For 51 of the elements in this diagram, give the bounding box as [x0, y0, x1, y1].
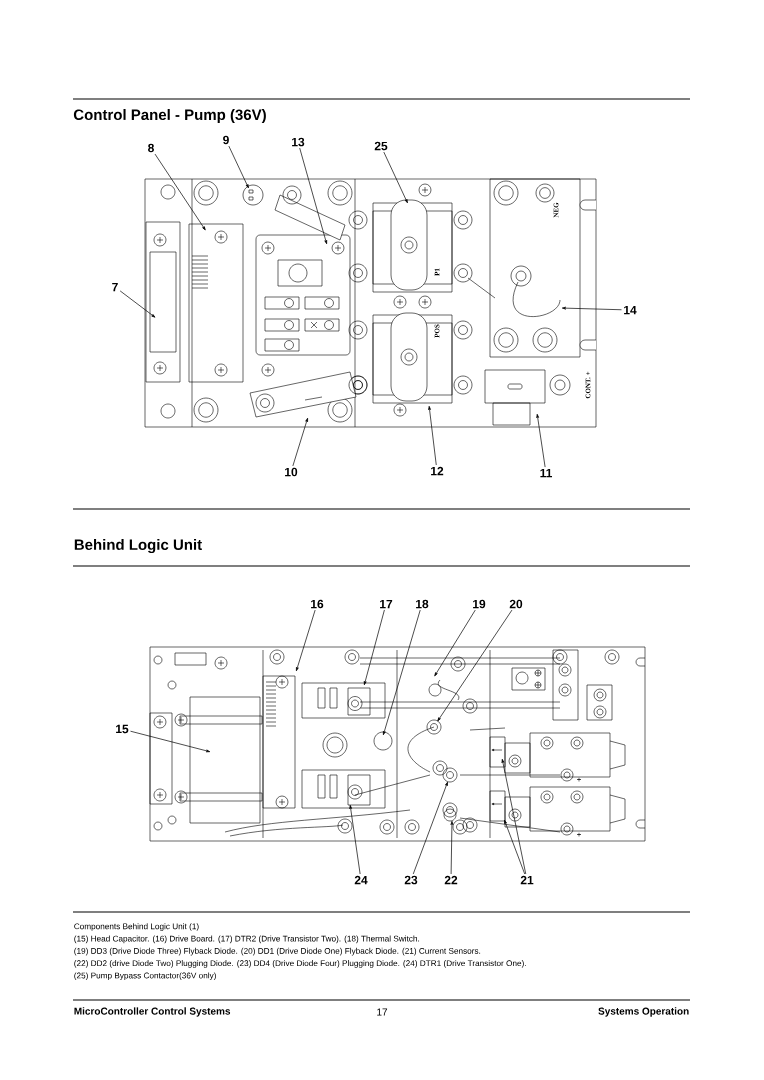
section-heading: Control Panel - Pump (36V): [73, 109, 266, 123]
callout-number: 14: [624, 305, 637, 315]
leader-line: [434, 609, 476, 677]
callout-number: 19: [473, 599, 486, 609]
leader-line: [363, 609, 385, 686]
leader-line: [130, 730, 211, 753]
polarity-mark: +: [577, 832, 581, 837]
leader-line: [501, 758, 527, 875]
caption-line: (22) DD2 (drive Diode Two) Plugging Diode. (23) DD4 (Drive Diode Four) Plugging Diode. (24) DTR1 (Drive Transistor One).: [74, 960, 526, 968]
callout-number: 7: [112, 282, 118, 292]
leader-line: [437, 609, 513, 722]
leader-line: [349, 804, 361, 875]
leader-line: [296, 609, 316, 672]
leader-line: [383, 151, 408, 204]
callout-number: 16: [311, 599, 324, 609]
page-number: 17: [377, 1008, 388, 1016]
footer-text: Systems Operation: [598, 1007, 689, 1017]
callout-number: 10: [285, 467, 298, 477]
callout-number: 22: [444, 875, 458, 885]
footer-text: MicroController Control Systems: [74, 1007, 231, 1017]
callout-number: 11: [540, 468, 552, 478]
callout-number: 18: [416, 599, 429, 609]
leader-line: [536, 413, 546, 468]
callout-number: 25: [374, 141, 388, 151]
callout-number: 24: [354, 875, 368, 885]
leader-line: [504, 819, 526, 875]
leader-line: [228, 145, 249, 189]
callout-number: 15: [116, 724, 129, 734]
leader-line: [119, 290, 156, 318]
leader-line: [412, 781, 448, 875]
callout-number: 12: [431, 466, 444, 476]
leader-line: [154, 153, 206, 231]
section-heading: Behind Logic Unit: [74, 539, 202, 554]
leader-line: [383, 609, 421, 736]
leader-line: [428, 405, 437, 466]
callout-number: 8: [148, 143, 154, 153]
callout-number: 17: [380, 599, 393, 609]
leader-line: [450, 820, 454, 875]
caption-line: (25) Pump Bypass Contactor(36V only): [74, 972, 216, 981]
caption-line: (19) DD3 (Drive Diode Three) Flyback Diode. (20) DD1 (Drive Diode One) Flyback Diode. (21) Current Sensors.: [74, 947, 481, 956]
polarity-mark: +: [577, 777, 581, 782]
callout-number: 13: [292, 137, 305, 147]
leader-line: [299, 147, 328, 245]
caption-line: Components Behind Logic Unit (1): [74, 923, 199, 931]
callout-number: 9: [223, 135, 229, 145]
leader-line: [292, 417, 308, 467]
callout-number: 20: [509, 599, 523, 609]
callout-number: 23: [404, 875, 418, 885]
caption-line: (15) Head Capacitor. (16) Drive Board. (17) DTR2 (Drive Transistor Two). (18) Thermal Switch.: [74, 935, 420, 944]
leader-line: [561, 306, 622, 311]
callout-number: 21: [520, 875, 534, 885]
